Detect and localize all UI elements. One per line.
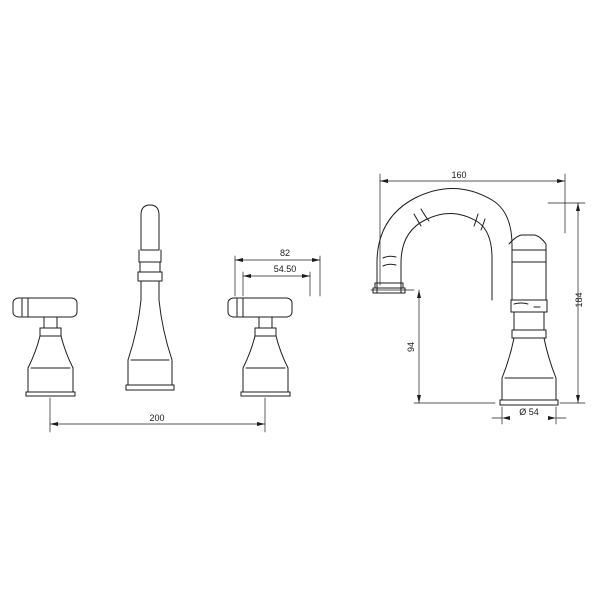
dimension-overall-spread: 200 <box>49 397 266 433</box>
dimension-base-diameter: Ø 54 <box>491 406 567 425</box>
dimension-spout-height: 94 <box>370 289 496 404</box>
side-body-base <box>491 234 559 406</box>
dimension-value-160: 160 <box>451 170 466 180</box>
dimension-handle-spread-outer: 82 <box>234 248 321 297</box>
dimension-value-82: 82 <box>280 248 290 258</box>
dimension-overall-height: 184 <box>547 202 586 404</box>
left-handle-assembly <box>12 297 78 397</box>
center-spout-front <box>125 204 175 391</box>
dimension-value-184: 184 <box>574 292 584 307</box>
dimension-value-5450: 54.50 <box>274 264 297 274</box>
dimension-value-94: 94 <box>406 342 416 352</box>
dimension-value-dia54: Ø 54 <box>519 407 539 417</box>
right-handle-assembly <box>227 297 293 397</box>
side-spout-body <box>372 188 513 294</box>
dimension-handle-spread-inner: 54.50 <box>242 264 311 297</box>
dimension-spout-reach: 160 <box>379 170 566 286</box>
dimension-value-200: 200 <box>149 413 164 423</box>
